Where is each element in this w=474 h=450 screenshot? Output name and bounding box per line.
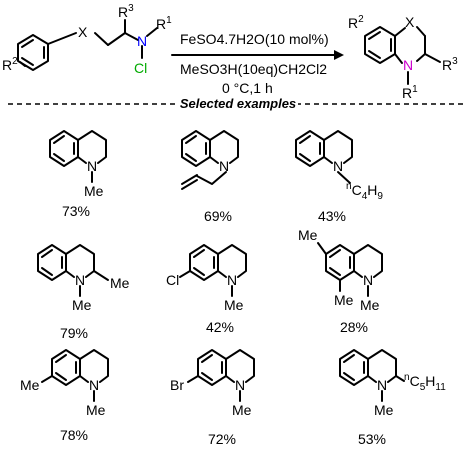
ex7-me: Me (86, 402, 106, 418)
product-r1-label: R1 (402, 84, 418, 101)
example-6-structure (317, 242, 383, 297)
ex4-n: N (75, 272, 85, 288)
reactant-r3-label: R3 (118, 3, 134, 20)
ex7-yield: 78% (60, 427, 88, 443)
ex5-cl: Cl (166, 272, 179, 288)
ex4-me-ring: Me (110, 275, 130, 291)
condition-acid-solvent: MeSO3H(10eq)CH2Cl2 (180, 61, 327, 77)
ex8-br: Br (170, 377, 184, 393)
product-n-label: N (403, 57, 413, 73)
ex9-me: Me (374, 402, 394, 418)
example-5-structure (179, 244, 247, 297)
ex7-n: N (89, 377, 99, 393)
product-r3-label: R3 (442, 56, 458, 73)
section-title: Selected examples (180, 96, 296, 111)
example-3-structure (295, 130, 353, 184)
product-structure (364, 26, 441, 85)
condition-catalyst: FeSO4.7H2O(10 mol%) (180, 31, 329, 47)
ex4-yield: 79% (60, 325, 88, 341)
ex6-yield: 28% (340, 319, 368, 335)
ex1-me: Me (84, 183, 104, 199)
reactant-n-label: N (137, 33, 147, 49)
reactant-structure (17, 19, 158, 71)
reactant-x-label: X (78, 24, 88, 40)
condition-temp-time: 0 °C,1 h (222, 80, 273, 96)
ex3-n: N (333, 158, 343, 174)
example-8-structure (187, 349, 255, 402)
ex1-n: N (87, 158, 97, 174)
ex6-n: N (363, 272, 373, 288)
example-4-structure (37, 244, 109, 297)
reactant-r2-label: R2 (2, 56, 18, 73)
ex5-n: N (227, 272, 237, 288)
ex5-yield: 42% (206, 319, 234, 335)
ex8-me: Me (232, 402, 252, 418)
ex6-me: Me (360, 297, 380, 313)
ex5-me: Me (224, 297, 244, 313)
example-9-structure (339, 349, 405, 402)
reactant-r1-label: R1 (156, 15, 172, 32)
ex2-n: N (219, 158, 229, 174)
product-r2-label: R2 (348, 14, 364, 31)
ex9-n: N (377, 377, 387, 393)
benzene-ring (17, 34, 49, 71)
ex6-me-top: Me (298, 227, 318, 243)
ex1-yield: 73% (62, 203, 90, 219)
ex7-me-ring: Me (20, 377, 40, 393)
ex8-n: N (235, 377, 245, 393)
ex2-yield: 69% (204, 208, 232, 224)
ex8-yield: 72% (208, 431, 236, 447)
ex3-yield: 43% (318, 208, 346, 224)
ex6-me-ring: Me (334, 292, 354, 308)
product-x-label: X (405, 14, 415, 30)
ex4-me: Me (72, 297, 92, 313)
arrow-head (334, 50, 344, 60)
example-1-structure (49, 130, 107, 183)
example-7-structure (41, 349, 109, 402)
example-2-structure (181, 130, 239, 190)
reactant-cl-label: Cl (134, 60, 147, 76)
ex3-butyl: nC4H9 (346, 181, 383, 202)
ex9-pentyl: nC5H11 (404, 372, 446, 393)
ex9-yield: 53% (358, 431, 386, 447)
